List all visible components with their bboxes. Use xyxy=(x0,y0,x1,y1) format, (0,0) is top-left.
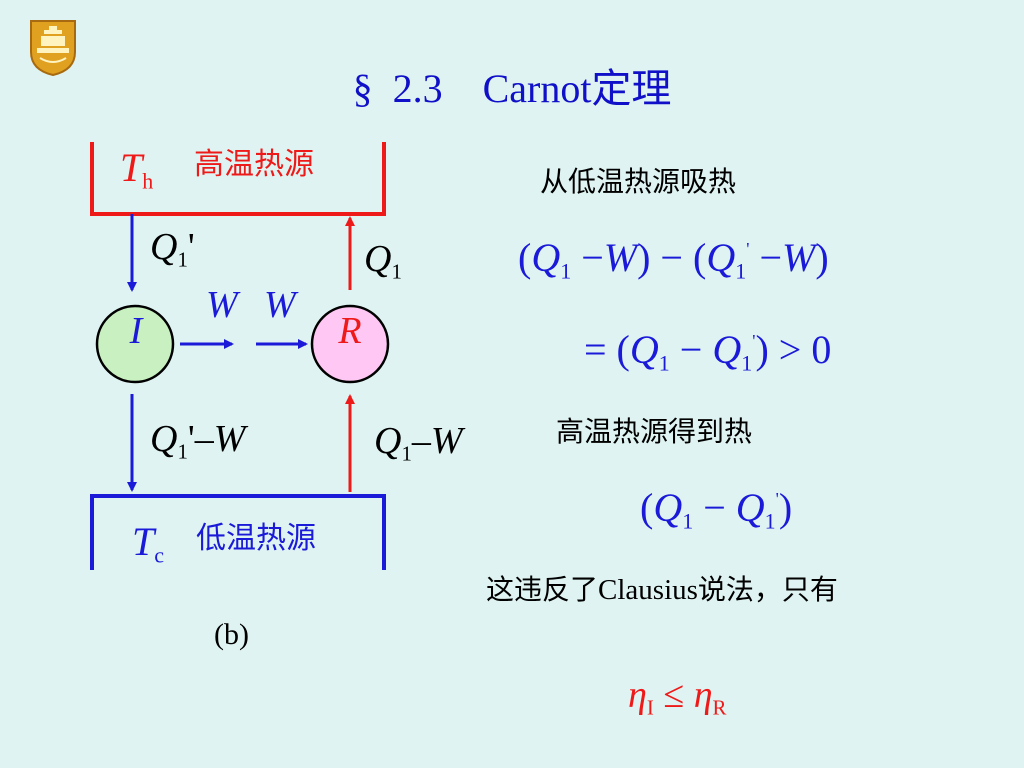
hot-reservoir-name: 高温热源 xyxy=(194,147,314,182)
q1-label: Q1 xyxy=(364,238,402,284)
cold-reservoir-bracket xyxy=(90,494,386,570)
text-absorb-from-cold: 从低温热源吸热 xyxy=(540,165,737,198)
q1-minus-w-label: Q1–W xyxy=(374,420,463,466)
hot-reservoir-bracket xyxy=(90,142,386,216)
cold-reservoir-name: 低温热源 xyxy=(196,521,316,556)
engine-i-label: I xyxy=(129,310,143,352)
work-label-right: W xyxy=(264,284,296,326)
text-violates-clausius: 这违反了Clausius说法，只有 xyxy=(486,573,838,606)
efficiency-inequality: ηI ≤ ηR xyxy=(628,674,727,720)
cold-temperature-label: Tc xyxy=(132,519,165,568)
q1-prime-label: Q1' xyxy=(150,226,195,272)
engine-r-label: R xyxy=(338,310,362,352)
text-hot-receives-heat: 高温热源得到热 xyxy=(556,415,753,448)
equation-3: (Q1 − Q1') xyxy=(640,485,793,534)
hot-temperature-label: Th xyxy=(120,145,154,194)
equation-2: = (Q1 − Q1') > 0 xyxy=(584,327,832,376)
equation-1: (Q1 −W) − (Q1' −W) xyxy=(518,235,829,284)
engine-r-circle xyxy=(310,304,390,384)
page-title: § 2.3 Carnot定理 xyxy=(352,66,672,112)
engine-i-circle xyxy=(95,304,175,384)
university-logo xyxy=(30,20,76,76)
work-label-left: W xyxy=(206,284,238,326)
diagram-caption: (b) xyxy=(214,618,249,651)
q1-prime-minus-w-label: Q1'–W xyxy=(150,418,246,464)
